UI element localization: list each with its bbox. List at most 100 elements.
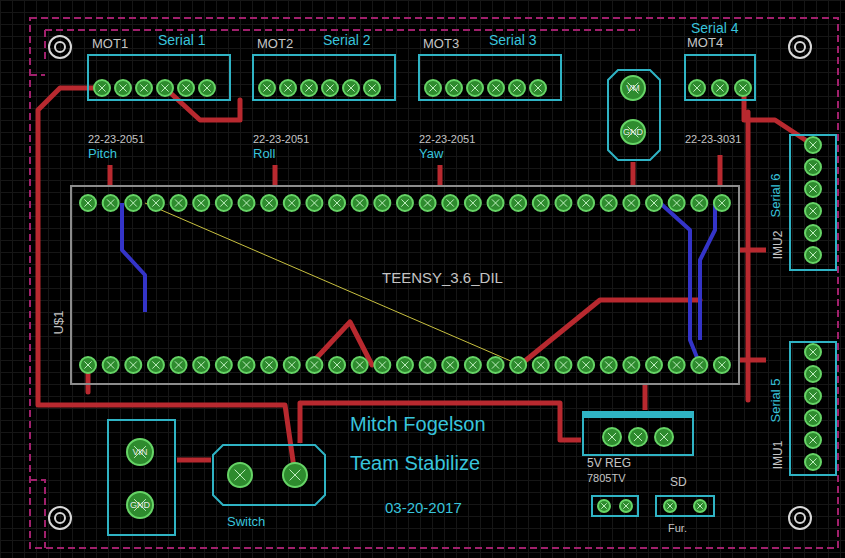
copper-trace <box>38 88 295 475</box>
solder-pad <box>488 80 504 96</box>
solder-pad <box>465 357 481 373</box>
pad-mark <box>84 199 91 206</box>
pad-mark <box>152 199 159 206</box>
solder-pad <box>103 195 119 211</box>
solder-pad <box>578 195 594 211</box>
board-outline <box>30 18 838 548</box>
part-label: 7805TV <box>587 472 626 485</box>
part-outline <box>790 342 836 475</box>
solder-pad <box>530 80 546 96</box>
pad-mark <box>311 199 318 206</box>
part-label: IMU2 <box>772 231 786 260</box>
pad-mark <box>450 84 457 91</box>
pcb-trace <box>718 155 723 185</box>
pad-mark <box>161 84 168 91</box>
pad-mark <box>284 84 291 91</box>
solder-pad <box>805 159 821 175</box>
part-label: Pitch <box>88 147 117 162</box>
part-label: VIN <box>132 447 147 457</box>
regulator-tab <box>583 412 693 418</box>
pad-mark <box>243 199 250 206</box>
pad-mark <box>696 199 703 206</box>
solder-pad <box>442 357 458 373</box>
pad-mark <box>235 470 246 481</box>
solder-pad <box>714 195 730 211</box>
solder-pad <box>103 357 119 373</box>
solder-pad <box>805 454 821 470</box>
pad-mark <box>447 199 454 206</box>
solder-pad <box>805 388 821 404</box>
copper-trace <box>520 300 700 365</box>
solder-pad <box>397 195 413 211</box>
solder-pad <box>127 492 153 518</box>
solder-pad <box>216 195 232 211</box>
mounting-hole <box>55 42 65 52</box>
solder-pad <box>238 195 254 211</box>
pad-mark <box>628 199 635 206</box>
solder-pad <box>689 80 705 96</box>
pcb-trace <box>108 165 113 185</box>
solder-pad <box>446 80 462 96</box>
solder-pad <box>171 195 187 211</box>
pad-mark <box>660 433 668 441</box>
pad-mark <box>469 199 476 206</box>
pad-mark <box>809 163 816 170</box>
solder-pad <box>125 195 141 211</box>
pad-mark <box>98 84 105 91</box>
solder-pad <box>533 357 549 373</box>
pad-mark <box>469 361 476 368</box>
solder-pad <box>805 225 821 241</box>
part-label: Yaw <box>419 147 443 162</box>
pad-mark <box>333 199 340 206</box>
part-label: Roll <box>253 147 275 162</box>
pad-mark <box>560 199 567 206</box>
solder-pad <box>425 80 441 96</box>
solder-pad <box>374 357 390 373</box>
pad-mark <box>673 361 680 368</box>
solder-pad <box>157 80 173 96</box>
solder-pad <box>578 357 594 373</box>
pcb-trace <box>631 162 636 185</box>
mounting-hole <box>49 36 71 58</box>
part-label: 22-23-2051 <box>253 133 309 146</box>
pad-mark <box>220 199 227 206</box>
pad-mark <box>263 84 270 91</box>
motor-header: MOT2Serial 222-23-2051Roll <box>251 30 397 165</box>
solder-pad <box>193 357 209 373</box>
pad-mark <box>130 361 137 368</box>
part-outline <box>685 55 755 100</box>
solder-pad <box>136 80 152 96</box>
copper-trace <box>746 112 751 400</box>
pcb-trace <box>300 403 581 443</box>
power-connector: VINGND <box>106 418 177 537</box>
bottom-trace <box>700 203 715 340</box>
solder-pad <box>533 195 549 211</box>
pad-mark <box>290 470 301 481</box>
solder-pad <box>284 195 300 211</box>
solder-pad <box>420 357 436 373</box>
part-outline <box>88 55 230 100</box>
solder-pad <box>669 195 685 211</box>
solder-pad <box>691 195 707 211</box>
solder-pad <box>216 357 232 373</box>
solder-pad <box>623 357 639 373</box>
part-label: SD <box>670 476 687 490</box>
part-label: Serial 4 <box>691 20 738 36</box>
solder-pad <box>555 357 571 373</box>
solder-pad <box>467 80 483 96</box>
solder-pad <box>805 410 821 426</box>
pad-mark <box>424 361 431 368</box>
pad-mark <box>175 199 182 206</box>
pad-mark <box>667 503 672 508</box>
solder-pad <box>664 500 676 512</box>
solder-pad <box>284 357 300 373</box>
solder-pad <box>603 428 621 446</box>
solder-pad <box>694 500 706 512</box>
solder-pad <box>115 80 131 96</box>
pad-mark <box>326 84 333 91</box>
solder-pad <box>178 80 194 96</box>
part-outline <box>253 55 395 100</box>
jumper-footprint: SDFur. <box>652 476 718 538</box>
mounting-hole <box>55 513 65 523</box>
